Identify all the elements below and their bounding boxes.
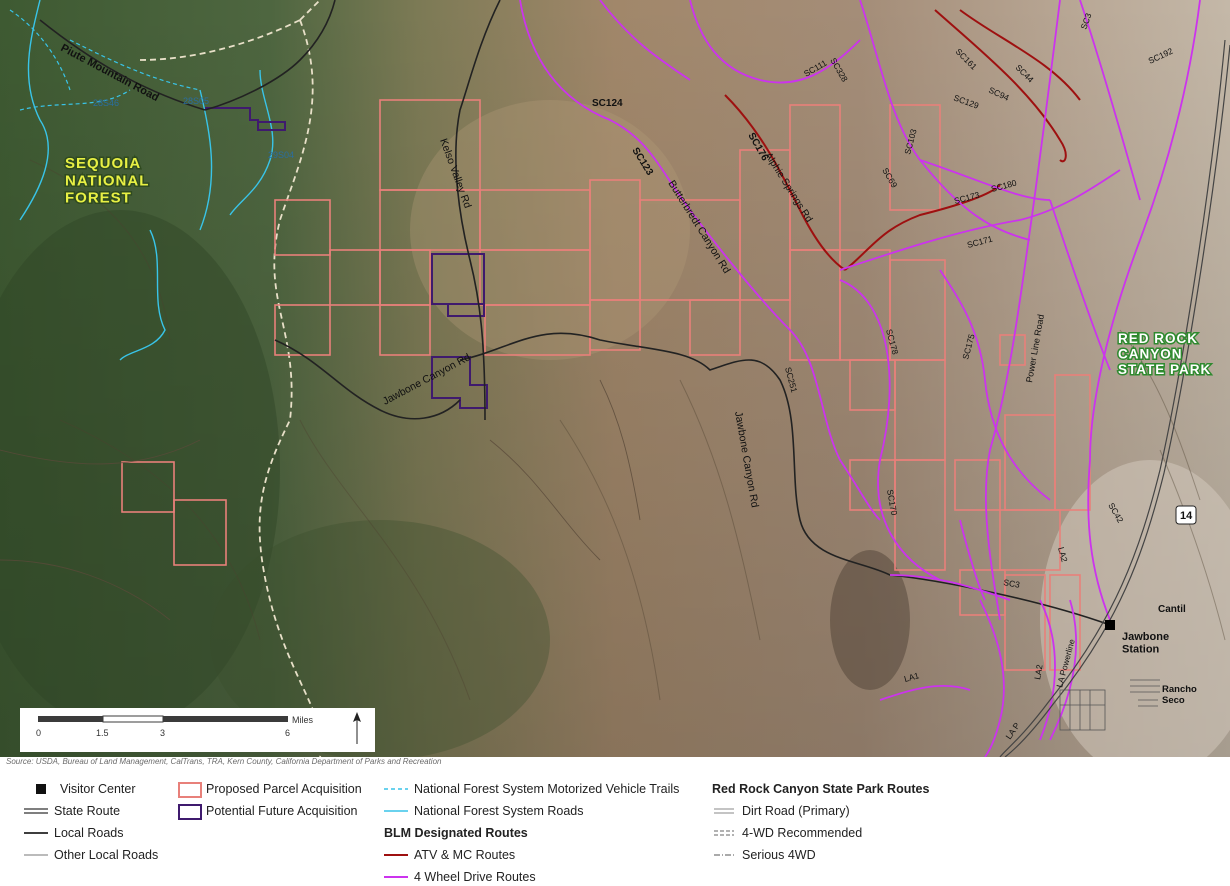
legend-blm-header: BLM Designated Routes [384,826,528,840]
four-wd-recommended-icon [714,830,734,836]
legend-local-roads: Local Roads [24,824,194,842]
la2-label-north: LA2 [1056,546,1070,563]
highway-14-label: 14 [1180,510,1193,522]
legend-serious-4wd: Serious 4WD [712,846,912,864]
trail-29s04-label: 29S04 [268,150,294,160]
trail-28s05-label: 28S05 [183,96,209,106]
legend-four-wd-recommended: 4-WD Recommended [712,824,912,842]
north-arrow-icon [353,712,361,744]
dark-ridge [0,210,280,730]
other-local-road-icon [24,854,48,856]
proposed-parcels[interactable] [121,99,1091,671]
source-attribution: Source: USDA, Bureau of Land Management,… [6,757,442,766]
legend-state-route: State Route [24,802,194,820]
proposed-parcel-icon [178,782,202,798]
scale-bar: 0 1.5 3 6 Miles [20,708,375,752]
terrain-shade [0,0,1230,757]
scale-tick-1-5: 1.5 [96,728,109,738]
four-wd-icon [384,876,408,878]
scale-tick-0: 0 [36,728,41,738]
atv-mc-icon [384,854,408,856]
dark-ridge [830,550,910,690]
visitor-center-marker[interactable] [1105,620,1115,630]
nfs-road-icon [384,810,408,812]
la2-label-south: LA2 [1032,663,1045,680]
four-wheel-drive-routes[interactable] [519,0,1201,757]
town-grid [1059,679,1160,731]
visitor-center-icon [36,784,46,794]
scale-unit: Miles [292,715,314,725]
atv-mc-routes[interactable] [724,9,1081,271]
trail-28s46-label: 28S46 [93,98,119,108]
potential-future-acquisition[interactable] [205,107,488,409]
scale-tick-6: 6 [285,728,290,738]
dirt-road-icon [714,808,734,814]
forest-boundary [139,0,323,757]
legend-proposed-parcel: Proposed Parcel Acquisition [176,780,376,798]
nfs-trail-icon [384,788,408,790]
scale-tick-3: 3 [160,728,165,738]
other-local-roads[interactable] [0,379,641,621]
legend-other-local-roads: Other Local Roads [24,846,194,864]
legend-rrc-header: Red Rock Canyon State Park Routes [712,782,930,796]
nfs-roads[interactable] [19,0,274,361]
local-roads[interactable] [39,0,1111,626]
valley-floor [410,100,690,360]
potential-future-icon [178,804,202,820]
cantil-label: Cantil [1158,604,1186,615]
legend-nfs-roads: National Forest System Roads [384,802,644,820]
valley-floor [1040,460,1230,757]
serious-4wd-icon [714,854,734,856]
scale-bar-panel [20,708,375,752]
state-route-icon [24,808,48,814]
la1-label: LA1 [903,670,920,684]
dark-ridge [210,520,550,757]
legend-four-wd: 4 Wheel Drive Routes [384,868,584,886]
legend-nfs-trails: National Forest System Motorized Vehicle… [384,780,714,798]
legend-dirt-road: Dirt Road (Primary) [712,802,912,820]
legend: Visitor Center State Route Local Roads O… [0,774,1230,884]
legend-potential-future: Potential Future Acquisition [176,802,376,820]
sc170-label: SC170 [885,489,899,517]
local-road-icon [24,832,48,834]
legend-atv-mc: ATV & MC Routes [384,846,584,864]
highway-shield [1175,505,1197,525]
sc124-label: SC124 [592,98,623,109]
nfs-motorized-trails[interactable] [9,9,201,111]
sc3-label-south: SC3 [1003,577,1021,590]
state-route-14[interactable] [999,39,1230,757]
legend-visitor-center: Visitor Center [30,780,190,798]
